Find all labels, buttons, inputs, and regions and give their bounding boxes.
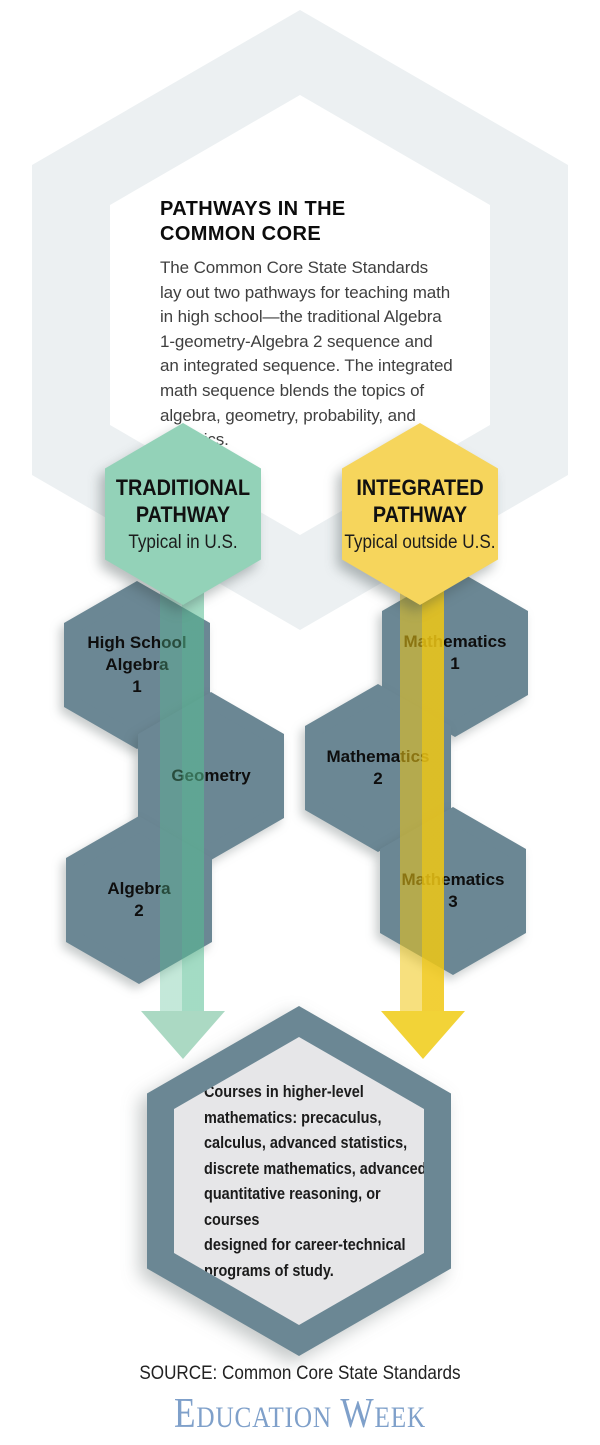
logo-letter: E bbox=[174, 1391, 197, 1437]
logo-letters: DUCATION bbox=[196, 1401, 332, 1434]
integrated-pathway-hexagon: INTEGRATED PATHWAY Typical outside U.S. bbox=[342, 423, 498, 605]
traditional-pathway-text: TRADITIONAL PATHWAY Typical in U.S. bbox=[104, 474, 262, 554]
higher-level-courses-hexagon: Courses in higher-level mathematics: pre… bbox=[147, 1006, 451, 1356]
infographic-description: The Common Core State Standards lay out … bbox=[160, 258, 453, 449]
integrated-pathway-title: INTEGRATED PATHWAY bbox=[356, 475, 484, 527]
integrated-pathway-text: INTEGRATED PATHWAY Typical outside U.S. bbox=[341, 474, 499, 554]
logo-letters: EEK bbox=[374, 1401, 426, 1434]
logo-letter: W bbox=[340, 1391, 375, 1437]
course-label: Algebra 2 bbox=[107, 879, 171, 920]
intro-block: PATHWAYS IN THE COMMON CORE The Common C… bbox=[160, 197, 490, 453]
traditional-pathway-subtitle: Typical in U.S. bbox=[128, 532, 238, 553]
infographic-title: PATHWAYS IN THE COMMON CORE bbox=[160, 198, 346, 245]
traditional-pathway-title: TRADITIONAL PATHWAY bbox=[115, 475, 251, 527]
hexagon-fill: Courses in higher-level mathematics: pre… bbox=[174, 1037, 424, 1325]
higher-level-courses-text: Courses in higher-level mathematics: pre… bbox=[204, 1082, 427, 1280]
source-text: SOURCE: Common Core State Standards bbox=[139, 1363, 461, 1384]
traditional-path-ribbon bbox=[160, 584, 204, 1012]
traditional-pathway-hexagon: TRADITIONAL PATHWAY Typical in U.S. bbox=[105, 423, 261, 605]
hexagon-border: Courses in higher-level mathematics: pre… bbox=[147, 1006, 451, 1356]
integrated-pathway-subtitle: Typical outside U.S. bbox=[344, 532, 496, 553]
integrated-path-ribbon bbox=[400, 584, 444, 1012]
